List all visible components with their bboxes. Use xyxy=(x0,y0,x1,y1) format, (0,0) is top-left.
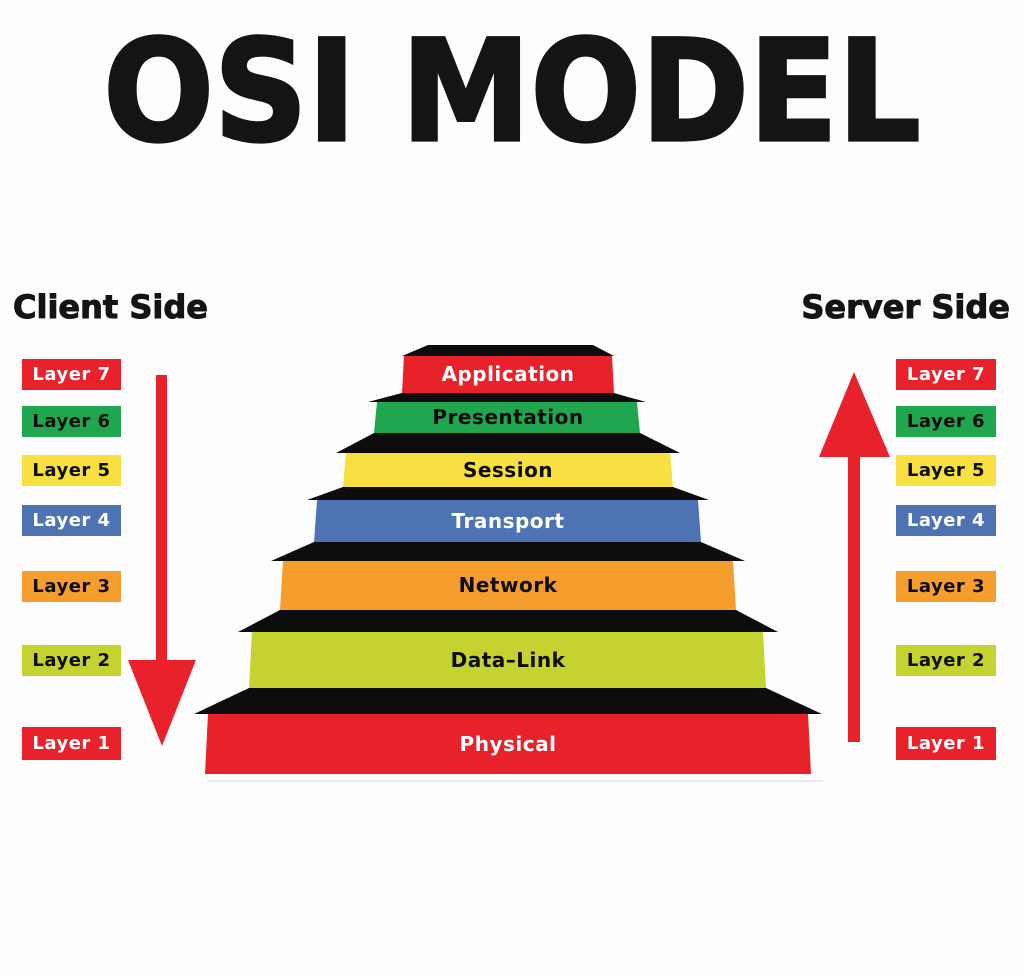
step-top-data-link xyxy=(238,610,778,632)
server-badge-layer-7: Layer 7 xyxy=(896,359,996,390)
step-face-transport xyxy=(314,500,701,542)
step-face-session xyxy=(343,453,673,487)
step-top-presentation xyxy=(368,393,646,402)
client-badge-layer-4: Layer 4 xyxy=(22,505,121,536)
layer-label-presentation: Presentation xyxy=(432,405,583,429)
server-badge-layer-6: Layer 6 xyxy=(896,406,996,437)
step-top-physical xyxy=(194,688,822,714)
layer-label-session: Session xyxy=(463,458,553,482)
arrow-down-icon xyxy=(128,375,196,746)
step-top-transport xyxy=(307,487,709,500)
layer-label-data-link: Data–Link xyxy=(451,648,566,672)
step-top-session xyxy=(336,433,680,453)
server-side-heading: Server Side xyxy=(801,288,1011,327)
step-face-presentation xyxy=(374,402,640,433)
step-face-data-link xyxy=(249,632,766,688)
layer-label-physical: Physical xyxy=(460,732,557,756)
client-badge-layer-6: Layer 6 xyxy=(22,406,121,437)
osi-pyramid: Application Presentation Session Transpo… xyxy=(194,345,822,774)
server-badge-layer-3: Layer 3 xyxy=(896,571,996,602)
pyramid-base-shadow xyxy=(207,780,823,782)
client-badge-layer-2: Layer 2 xyxy=(22,645,121,676)
server-badge-layer-2: Layer 2 xyxy=(896,645,996,676)
server-badge-layer-5: Layer 5 xyxy=(896,455,996,486)
step-face-application xyxy=(402,356,614,393)
arrow-up-icon xyxy=(819,372,890,742)
client-badge-layer-3: Layer 3 xyxy=(22,571,121,602)
step-top-application xyxy=(402,345,614,356)
step-top-network xyxy=(271,542,745,561)
server-badge-layer-1: Layer 1 xyxy=(896,727,996,760)
client-side-heading: Client Side xyxy=(13,288,209,327)
client-badge-layer-1: Layer 1 xyxy=(22,727,121,760)
layer-label-network: Network xyxy=(459,573,558,597)
client-badge-layer-7: Layer 7 xyxy=(22,359,121,390)
page-title: OSI MODEL xyxy=(102,9,922,174)
layer-label-transport: Transport xyxy=(452,509,565,533)
step-face-network xyxy=(280,561,736,610)
layer-label-application: Application xyxy=(441,362,574,386)
server-badge-layer-4: Layer 4 xyxy=(896,505,996,536)
step-face-physical xyxy=(205,714,811,774)
client-badge-layer-5: Layer 5 xyxy=(22,455,121,486)
